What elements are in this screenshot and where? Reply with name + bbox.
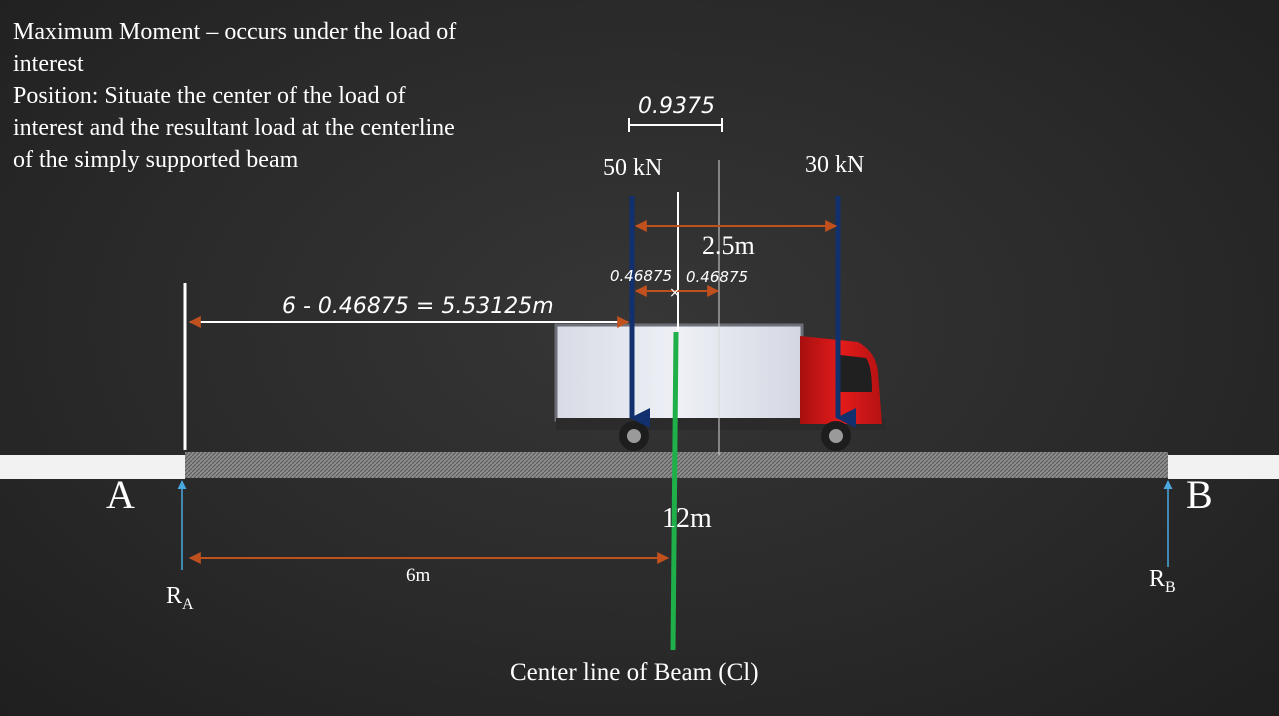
half-span-label: 6m bbox=[406, 565, 431, 586]
front-wheel-icon bbox=[821, 421, 851, 451]
support-left-ledge bbox=[0, 455, 185, 479]
offset-right-label: 0.46875 bbox=[686, 268, 748, 286]
support-b-label: B bbox=[1186, 472, 1213, 517]
load-label-50kn: 50 kN bbox=[603, 155, 662, 181]
centerline-label: Center line of Beam (Cl) bbox=[510, 659, 759, 686]
offset-left-label: 0.46875 bbox=[610, 267, 672, 285]
reaction-b-label: RB bbox=[1149, 566, 1176, 596]
load-spacing-label: 2.5m bbox=[702, 231, 755, 260]
note-position: Position: Situate the center of the load… bbox=[13, 83, 455, 173]
cargo-box bbox=[554, 323, 804, 422]
offset-cross-mark-icon: × bbox=[669, 285, 681, 301]
beam-centerline bbox=[670, 331, 679, 651]
beam-span-label: 12m bbox=[662, 503, 712, 534]
cab-window-icon bbox=[840, 355, 872, 392]
offset-total-label: 0.9375 bbox=[638, 94, 715, 119]
support-right-ledge bbox=[1168, 455, 1279, 479]
support-a-label: A bbox=[106, 472, 135, 517]
distance-a-to-load-label: 6 - 0.46875 = 5.53125m bbox=[282, 294, 554, 319]
reaction-a-label: RA bbox=[166, 583, 194, 613]
load-label-30kn: 30 kN bbox=[805, 152, 864, 178]
explanation-notes: Maximum Moment – occurs under the load o… bbox=[13, 16, 463, 176]
rear-wheel-icon bbox=[619, 421, 649, 451]
note-maximum-moment: Maximum Moment – occurs under the load o… bbox=[13, 19, 457, 77]
